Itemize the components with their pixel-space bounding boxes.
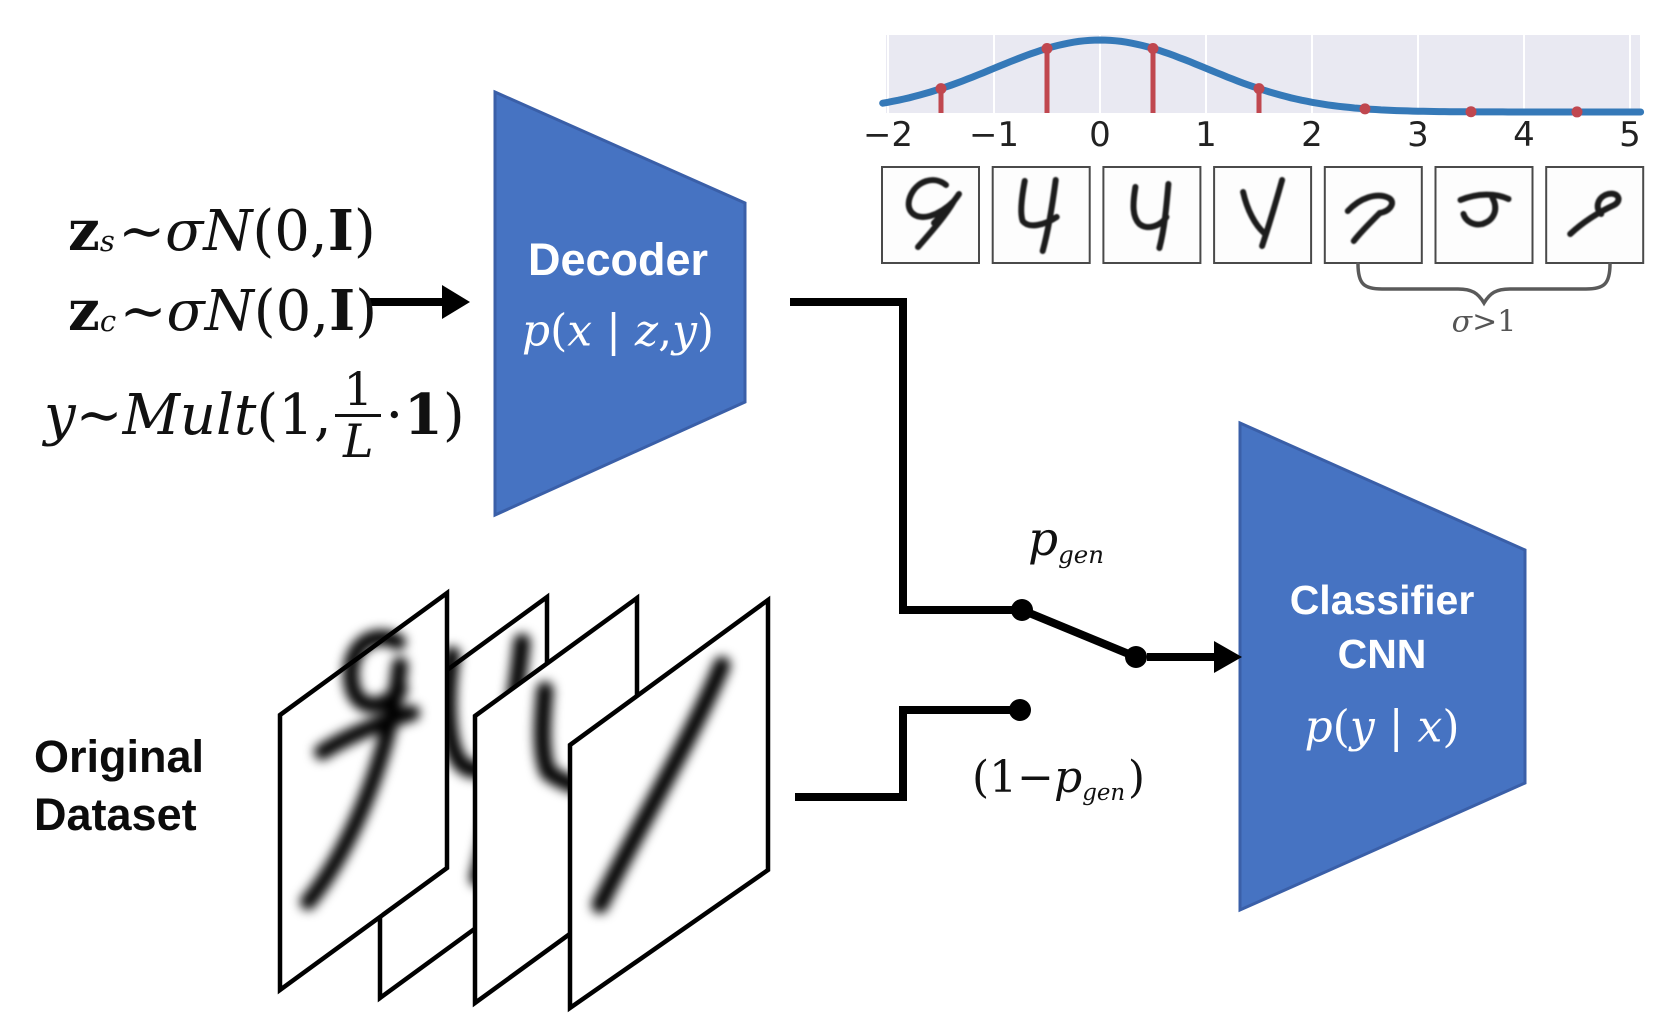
x-tick-label: 5 bbox=[1619, 115, 1641, 155]
generated-samples-row bbox=[881, 166, 1645, 264]
x-tick-label: 4 bbox=[1513, 115, 1535, 155]
sample-digit bbox=[905, 177, 962, 250]
classifier-block bbox=[1238, 420, 1527, 913]
decoder-output-wire bbox=[790, 298, 1016, 614]
one-minus-p-gen-label: (1−pgen) bbox=[972, 752, 1146, 806]
sample-dot bbox=[1571, 106, 1583, 118]
sample-box bbox=[1213, 166, 1313, 264]
dataset-digit-4 bbox=[591, 656, 731, 914]
x-tick-label: 0 bbox=[1089, 115, 1111, 155]
sample-box bbox=[1545, 166, 1645, 264]
decoder-formula: p(x | z,y) bbox=[521, 305, 715, 357]
switch-pivot bbox=[1125, 646, 1147, 668]
sample-dot bbox=[935, 83, 947, 95]
classifier-formula: p(y | x) bbox=[1304, 701, 1460, 753]
switch-contact-top bbox=[1011, 599, 1033, 621]
x-tick-label: −1 bbox=[969, 115, 1019, 155]
sample-box bbox=[1323, 166, 1423, 264]
x-tick-label: 3 bbox=[1407, 115, 1429, 155]
sample-box-frame bbox=[1323, 166, 1423, 264]
sample-box bbox=[991, 166, 1091, 264]
sample-box bbox=[1102, 166, 1202, 264]
sigma-brace bbox=[1356, 262, 1612, 307]
p-gen-label: pgen bbox=[1028, 512, 1104, 570]
decoder-block bbox=[493, 89, 747, 518]
sample-digit bbox=[1240, 177, 1286, 249]
plot-background bbox=[886, 35, 1640, 113]
switch-contact-bottom bbox=[1009, 699, 1031, 721]
sample-dot bbox=[1465, 106, 1477, 118]
sample-digit bbox=[1567, 190, 1622, 237]
wiring bbox=[370, 298, 1216, 801]
original-dataset-frames bbox=[277, 588, 771, 1013]
sample-dot bbox=[1253, 83, 1265, 95]
x-tick-label: 1 bbox=[1195, 115, 1217, 155]
sample-digit bbox=[1130, 181, 1172, 251]
sample-digit bbox=[1457, 191, 1512, 228]
classifier-title-line2: CNN bbox=[1337, 631, 1427, 678]
sample-dot bbox=[1147, 42, 1159, 54]
sample-box-frame bbox=[1102, 166, 1202, 264]
original-dataset-label-line1: Original bbox=[34, 731, 205, 782]
sample-dot bbox=[1041, 42, 1053, 54]
sample-digit bbox=[1018, 177, 1060, 254]
sample-box bbox=[1434, 166, 1534, 264]
decoder-title: Decoder bbox=[527, 233, 709, 285]
input-arrowhead bbox=[442, 285, 470, 319]
sample-dot bbox=[1359, 103, 1371, 115]
original-dataset-label: Original Dataset bbox=[34, 728, 204, 843]
dataset-frame-4 bbox=[567, 595, 771, 1013]
sample-box bbox=[881, 166, 980, 264]
gaussian-plot: −2 −1 0 1 2 3 4 5 bbox=[863, 35, 1645, 155]
sample-digit bbox=[1344, 192, 1395, 244]
x-tick-label: 2 bbox=[1301, 115, 1323, 155]
switch-arm bbox=[1020, 606, 1138, 661]
sigma-greater-one-label: σ>1 bbox=[1451, 304, 1517, 340]
dataset-output-wire bbox=[795, 706, 1012, 801]
original-dataset-label-line2: Dataset bbox=[34, 788, 197, 840]
classifier-arrowhead bbox=[1214, 641, 1242, 673]
classifier-title-line1: Classifier bbox=[1289, 577, 1475, 624]
dataset-digit-1 bbox=[300, 629, 420, 910]
sample-box-frame bbox=[1434, 166, 1534, 264]
x-tick-label: −2 bbox=[863, 115, 913, 155]
